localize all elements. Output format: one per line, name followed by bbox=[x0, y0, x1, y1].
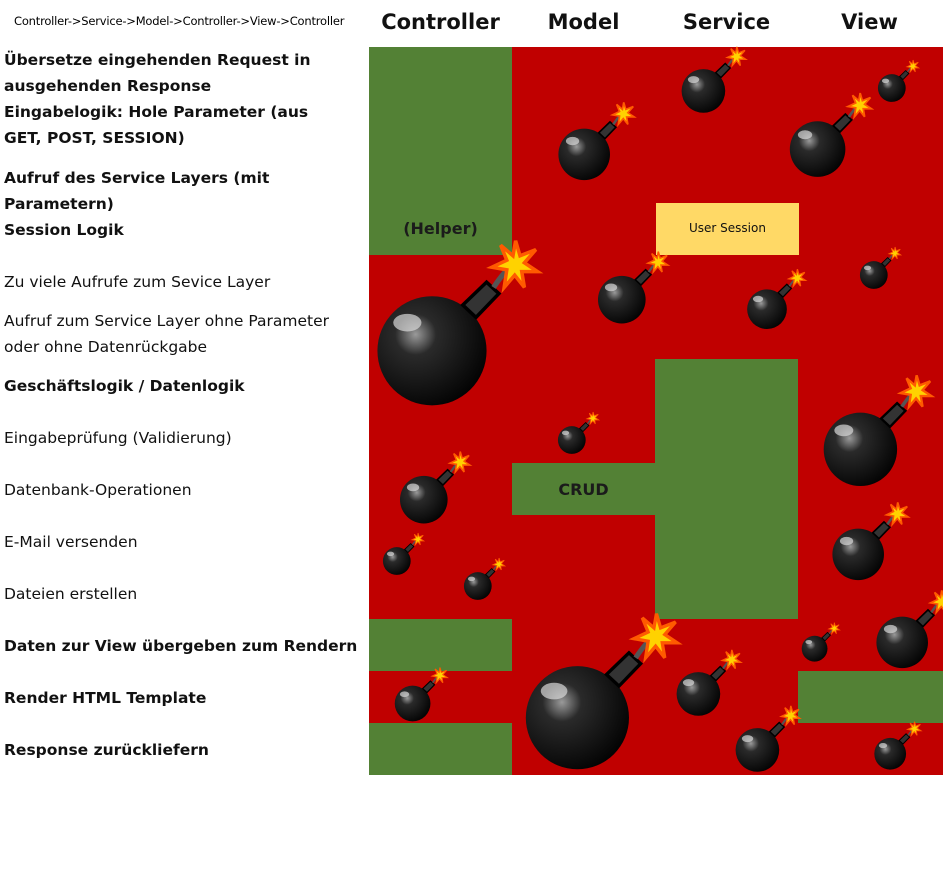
row-label-line: Datenbank-Operationen bbox=[4, 481, 192, 499]
grid-cell bbox=[369, 151, 514, 203]
bomb-icon bbox=[558, 101, 637, 180]
column-header-view: View bbox=[841, 10, 898, 34]
grid-cell bbox=[369, 203, 514, 255]
row-label: E-Mail versenden bbox=[4, 529, 364, 555]
row-label: Eingabeprüfung (Validierung) bbox=[4, 425, 364, 451]
bomb-icon bbox=[860, 247, 903, 290]
user-session-badge: User Session bbox=[656, 203, 799, 255]
grid-cell bbox=[512, 359, 657, 411]
row-label-line: E-Mail versenden bbox=[4, 533, 138, 551]
bomb-icon bbox=[802, 622, 842, 662]
grid-cell bbox=[512, 203, 657, 255]
row-label-line: Dateien erstellen bbox=[4, 585, 138, 603]
bomb-icon bbox=[676, 649, 743, 716]
bomb-icon bbox=[823, 374, 935, 486]
row-label-line: GET, POST, SESSION) bbox=[4, 129, 185, 147]
row-label-line: Geschäftslogik / Datenlogik bbox=[4, 377, 245, 395]
grid-cell bbox=[512, 567, 657, 619]
bomb-icon bbox=[377, 240, 544, 406]
row-label-line: Render HTML Template bbox=[4, 689, 207, 707]
row-label: Datenbank-Operationen bbox=[4, 477, 364, 503]
bomb-icon bbox=[832, 501, 911, 580]
grid-cell bbox=[655, 515, 800, 567]
row-label: Response zurückliefern bbox=[4, 737, 364, 763]
row-label-line: Daten zur View übergeben zum Rendern bbox=[4, 637, 358, 655]
grid-cell bbox=[655, 151, 800, 203]
row-label-line: Eingabelogik: Hole Parameter (aus bbox=[4, 103, 309, 121]
bomb-icon bbox=[874, 721, 923, 770]
row-label: Zu viele Aufrufe zum Sevice Layer bbox=[4, 269, 364, 295]
grid-cell bbox=[655, 359, 800, 411]
bomb-icon bbox=[400, 451, 473, 524]
row-label-line: Response zurückliefern bbox=[4, 741, 209, 759]
row-label-line: oder ohne Datenrückgabe bbox=[4, 338, 208, 356]
column-header-controller: Controller bbox=[381, 10, 500, 34]
bomb-icon bbox=[464, 558, 507, 601]
row-label-line: Übersetze eingehenden Request in bbox=[4, 51, 311, 69]
column-header-model: Model bbox=[547, 10, 620, 34]
bomb-icon bbox=[598, 251, 671, 324]
column-header-service: Service bbox=[682, 10, 771, 34]
grid-cell bbox=[512, 515, 657, 567]
row-label: Daten zur View übergeben zum Rendern bbox=[4, 633, 364, 659]
bomb-icon bbox=[383, 533, 426, 576]
bomb-icon bbox=[525, 612, 683, 769]
grid-cell bbox=[798, 723, 943, 775]
bomb-icon bbox=[558, 412, 601, 455]
row-label-line: Aufruf des Service Layers (mit Parameter… bbox=[4, 169, 270, 213]
grid-cell bbox=[798, 671, 943, 723]
grid-cell bbox=[369, 47, 514, 151]
row-label-line: Session Logik bbox=[4, 221, 124, 239]
row-label: Aufruf des Service Layers (mit Parameter… bbox=[4, 165, 364, 217]
bomb-icon bbox=[878, 60, 921, 103]
grid-cell bbox=[655, 567, 800, 619]
grid-cell bbox=[512, 463, 657, 515]
bomb-icon bbox=[747, 269, 808, 330]
row-label: Aufruf zum Service Layer ohne Parameter o… bbox=[4, 308, 364, 360]
row-label-line: ausgehenden Response bbox=[4, 77, 212, 95]
grid-cell bbox=[655, 411, 800, 463]
row-label: Session Logik bbox=[4, 217, 364, 243]
bomb-icon bbox=[395, 667, 450, 722]
row-label: Übersetze eingehenden Request in ausgehen… bbox=[4, 47, 364, 99]
cell-label-helper: (Helper) bbox=[403, 219, 478, 238]
grid-cell bbox=[798, 307, 943, 359]
row-label: Render HTML Template bbox=[4, 685, 364, 711]
bomb-icon bbox=[735, 705, 802, 772]
grid-cell bbox=[369, 723, 514, 775]
cell-label-crud: CRUD bbox=[558, 480, 609, 499]
bomb-icon bbox=[681, 46, 748, 113]
grid-cell bbox=[369, 411, 514, 463]
bomb-icon bbox=[876, 589, 943, 668]
grid-cell bbox=[655, 463, 800, 515]
row-label-line: Aufruf zum Service Layer ohne Parameter bbox=[4, 312, 330, 330]
row-label-line: Eingabeprüfung (Validierung) bbox=[4, 429, 232, 447]
row-label-line: Zu viele Aufrufe zum Sevice Layer bbox=[4, 273, 271, 291]
grid-cell bbox=[798, 203, 943, 255]
bomb-icon bbox=[790, 93, 875, 178]
grid-cell bbox=[369, 619, 514, 671]
flow-header: Controller->Service->Model->Controller->… bbox=[14, 14, 345, 28]
row-label: Geschäftslogik / Datenlogik bbox=[4, 373, 364, 399]
row-label: Dateien erstellen bbox=[4, 581, 364, 607]
